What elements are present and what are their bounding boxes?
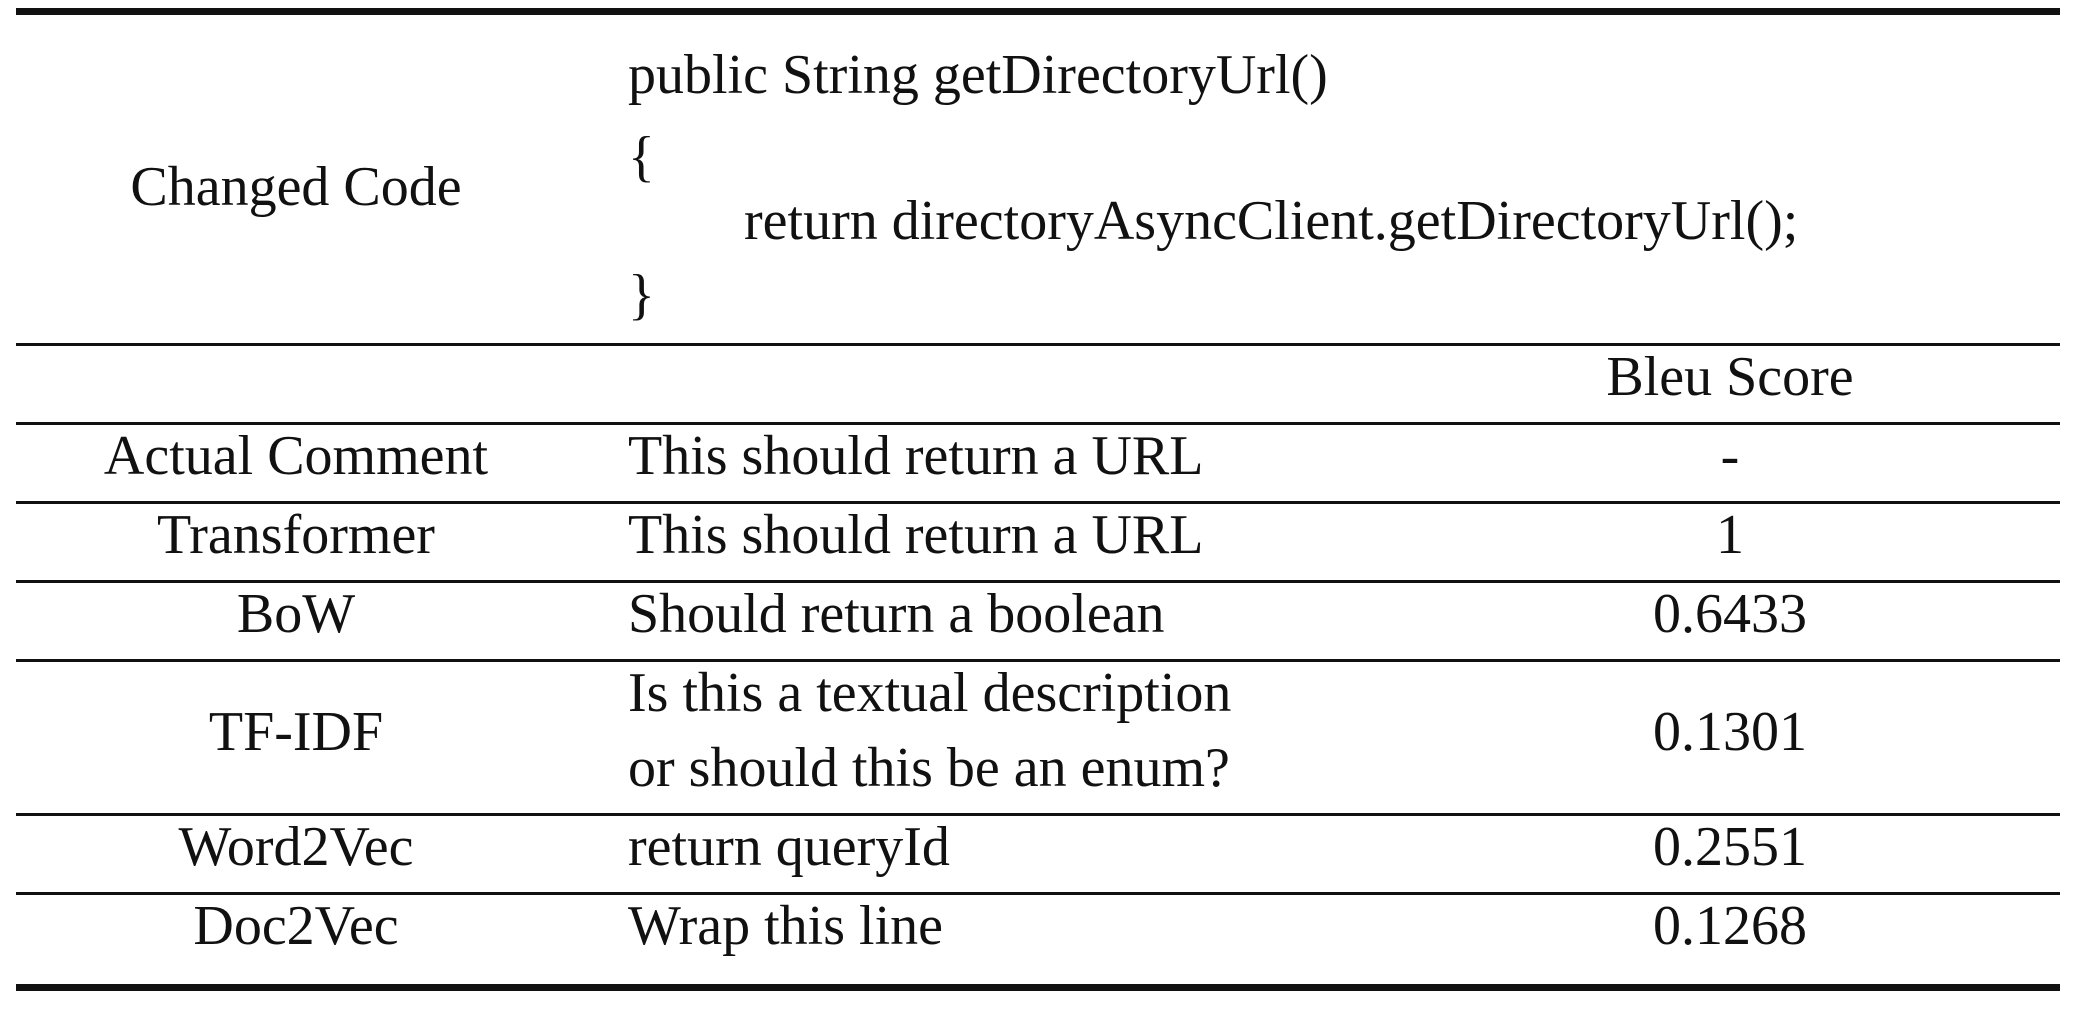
code-line-3: return directoryAsyncClient.getDirectory… bbox=[744, 190, 1799, 252]
row-method-bow: BoW bbox=[236, 583, 356, 645]
row-comment-tf-idf-line-1: Is this a textual description bbox=[628, 662, 1232, 724]
row-comment-transformer: This should return a URL bbox=[628, 504, 1204, 566]
row-comment-tf-idf-line-2: or should this be an enum? bbox=[628, 737, 1230, 799]
row-method-actual-comment: Actual Comment bbox=[103, 425, 489, 487]
row-score-tf-idf: 0.1301 bbox=[1653, 701, 1807, 763]
row-rule bbox=[16, 892, 2060, 895]
row-rule bbox=[16, 813, 2060, 816]
table-bottom-rule bbox=[16, 984, 2060, 991]
row-comment-word2vec: return queryId bbox=[628, 816, 950, 878]
row-rule bbox=[16, 501, 2060, 504]
bleu-score-header: Bleu Score bbox=[1606, 346, 1854, 408]
row-score-word2vec: 0.2551 bbox=[1653, 816, 1807, 878]
row-method-word2vec: Word2Vec bbox=[178, 816, 414, 878]
code-line-4: } bbox=[628, 264, 655, 326]
code-section-rule bbox=[16, 343, 2060, 346]
code-line-1: public String getDirectoryUrl() bbox=[628, 44, 1328, 106]
row-score-actual-comment: - bbox=[1720, 425, 1740, 487]
row-method-doc2vec: Doc2Vec bbox=[193, 895, 399, 957]
row-score-transformer: 1 bbox=[1716, 504, 1744, 566]
code-line-2: { bbox=[628, 126, 655, 188]
header-rule bbox=[16, 422, 2060, 425]
row-method-tf-idf: TF-IDF bbox=[208, 701, 384, 763]
row-comment-bow: Should return a boolean bbox=[628, 583, 1165, 645]
row-rule bbox=[16, 659, 2060, 662]
row-comment-actual-comment: This should return a URL bbox=[628, 425, 1204, 487]
changed-code-label: Changed Code bbox=[130, 156, 462, 218]
row-score-doc2vec: 0.1268 bbox=[1653, 895, 1807, 957]
row-method-transformer: Transformer bbox=[157, 504, 435, 566]
row-score-bow: 0.6433 bbox=[1653, 583, 1807, 645]
row-rule bbox=[16, 580, 2060, 583]
row-comment-doc2vec: Wrap this line bbox=[628, 895, 943, 957]
table-top-rule bbox=[16, 8, 2060, 15]
